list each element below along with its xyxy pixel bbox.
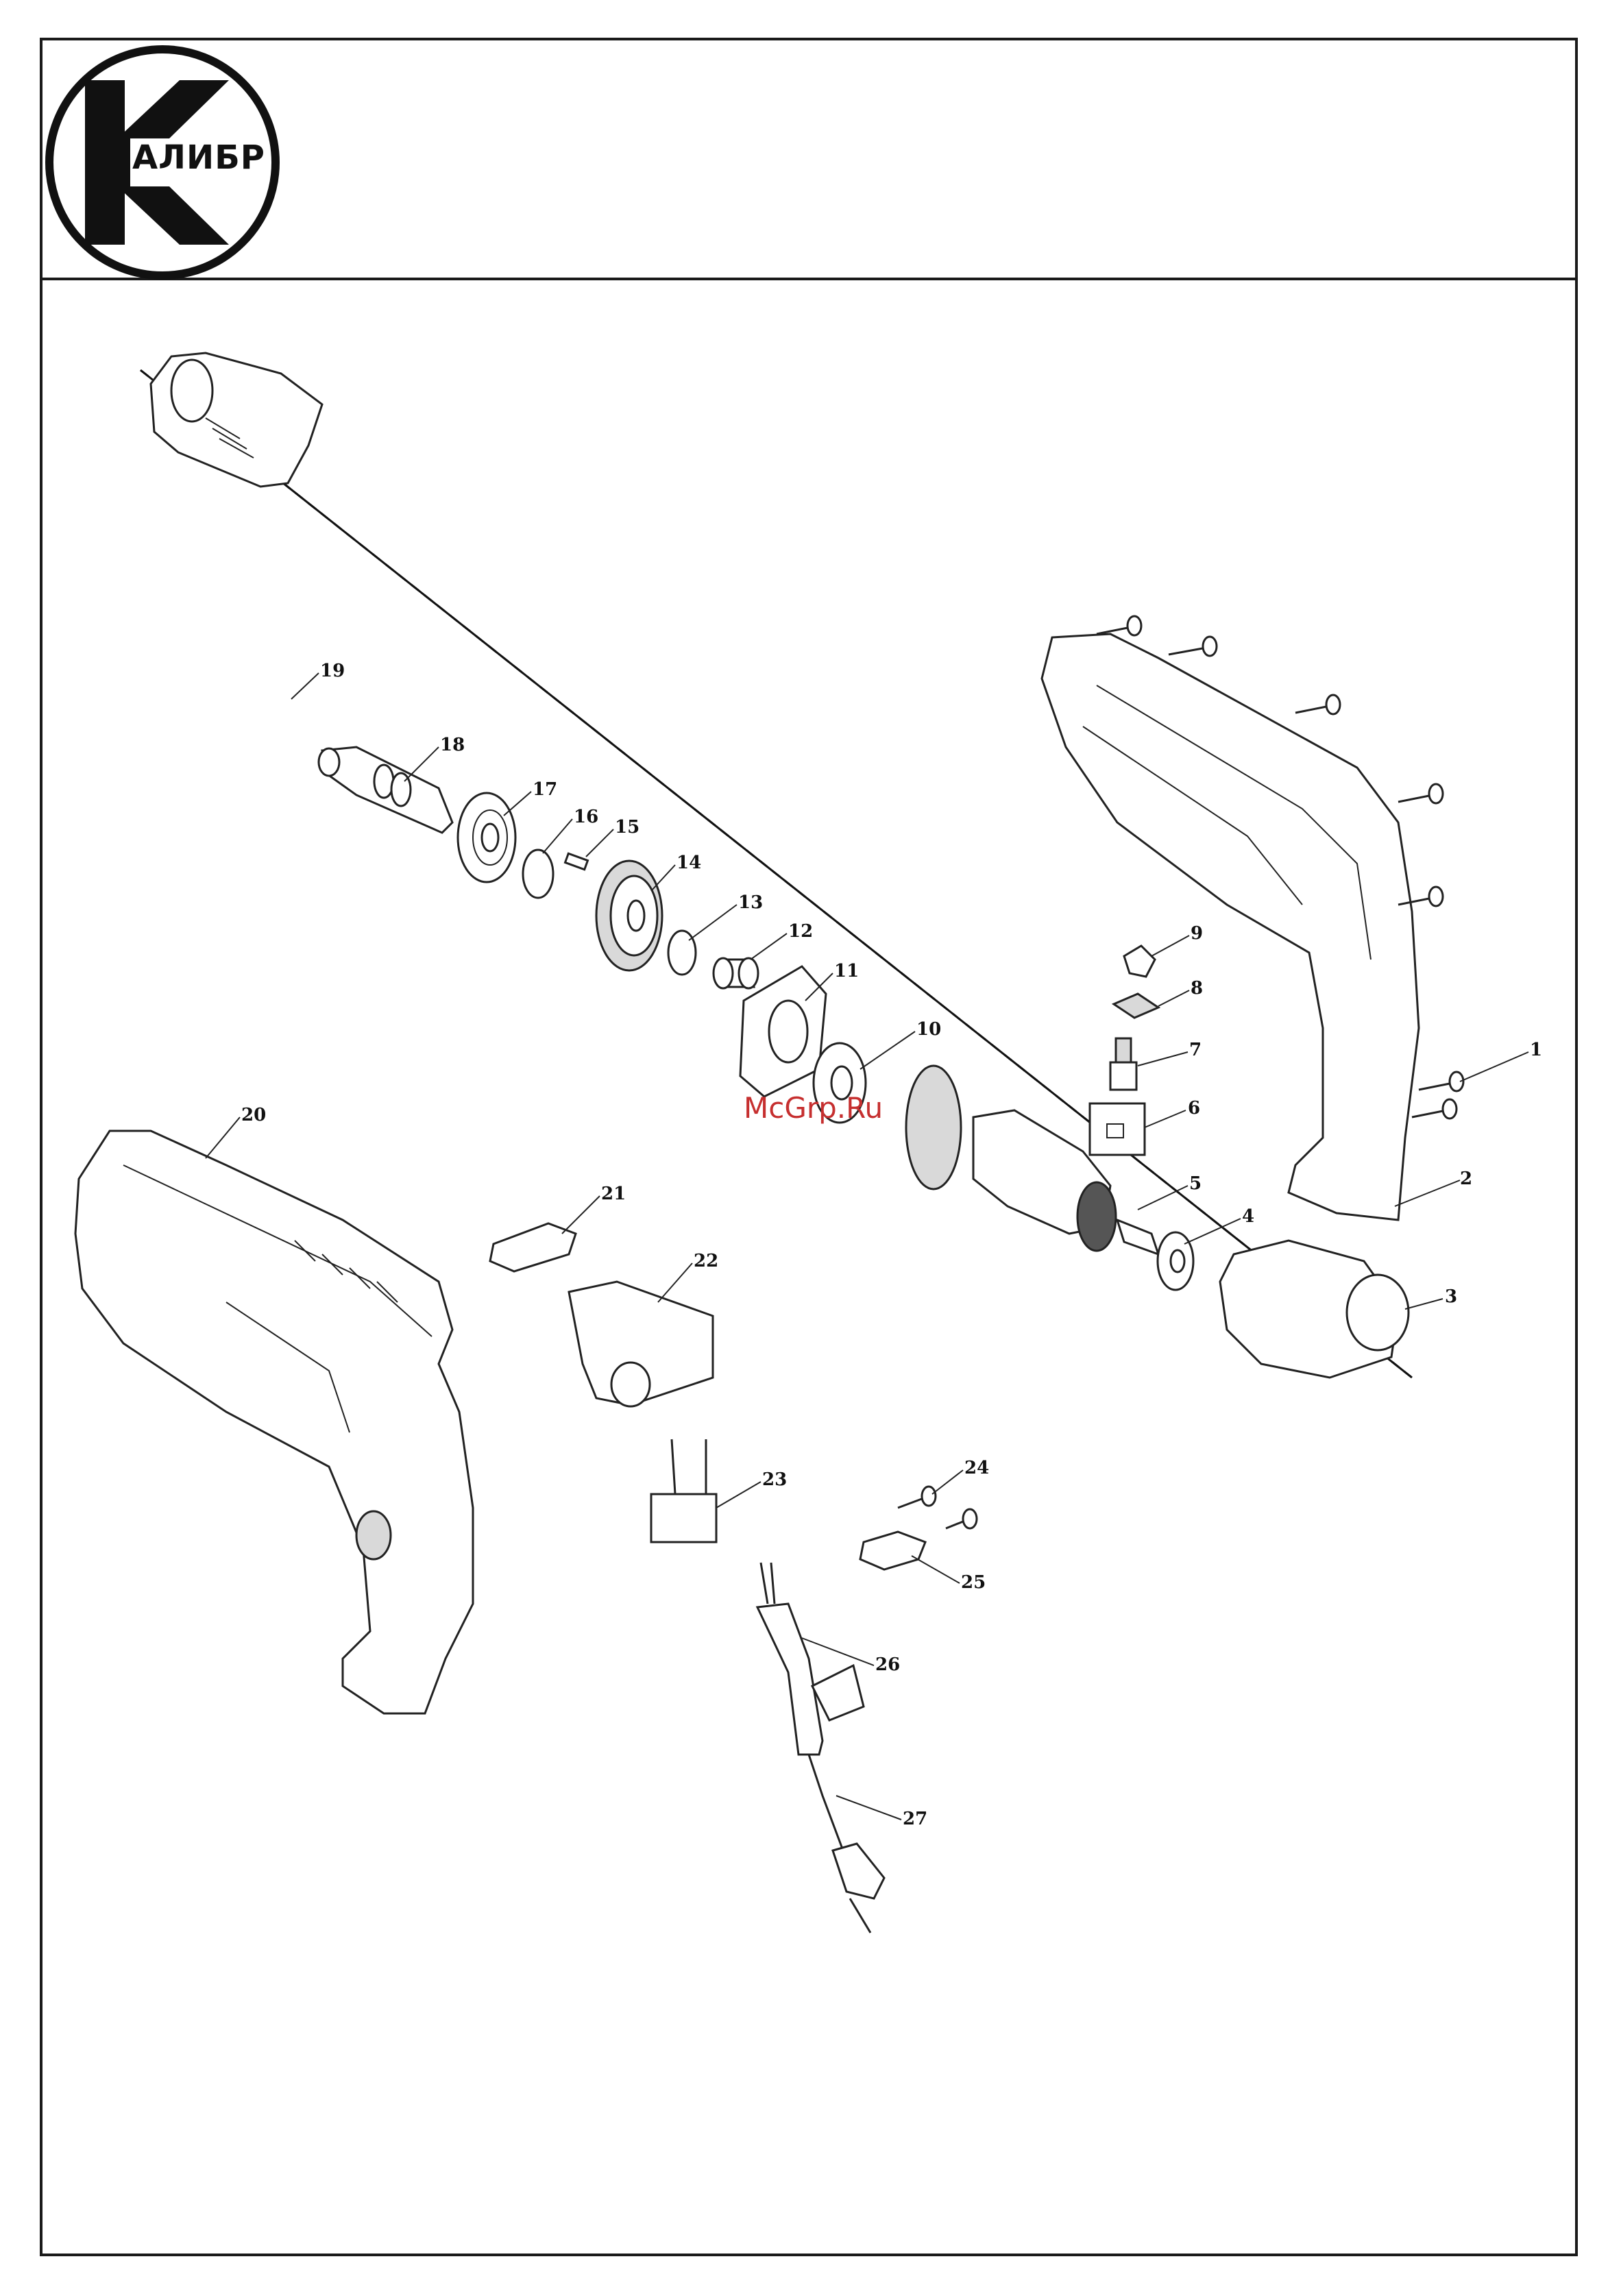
part-5-armature	[906, 1066, 1158, 1254]
callout-12: 12	[788, 921, 813, 942]
callout-25: 25	[961, 1572, 986, 1593]
callout-24: 24	[964, 1458, 989, 1478]
watermark: McGrp.Ru	[744, 1091, 883, 1125]
callout-18: 18	[440, 735, 465, 755]
part-26-cord-guard	[757, 1563, 864, 1755]
callout-13: 13	[738, 892, 763, 913]
part-22-switch	[569, 1282, 713, 1406]
part-24-screws	[898, 1487, 977, 1528]
part-9-clip	[1124, 946, 1155, 977]
part-25-cord-clamp	[860, 1532, 925, 1570]
callout-10: 10	[916, 1019, 941, 1040]
callout-19: 19	[320, 661, 345, 681]
callout-1: 1	[1530, 1040, 1542, 1060]
callout-23: 23	[762, 1469, 787, 1490]
part-8-spring-plate	[1114, 994, 1158, 1018]
part-3-stator	[1220, 1241, 1409, 1378]
part-15-key	[565, 853, 588, 869]
part-20-housing-half	[75, 1131, 473, 1713]
callout-26: 26	[875, 1654, 900, 1675]
callout-20: 20	[241, 1105, 266, 1125]
callout-8: 8	[1191, 978, 1203, 999]
part-16-circlip	[523, 850, 553, 898]
part-12-bushing	[714, 958, 758, 988]
part-7-brush	[1110, 1038, 1136, 1090]
callout-6: 6	[1188, 1098, 1200, 1119]
callout-21: 21	[601, 1184, 626, 1204]
part-4-bearing	[1158, 1232, 1193, 1290]
callout-5: 5	[1189, 1173, 1202, 1194]
part-6-brush-holder	[1090, 1103, 1145, 1155]
part-27-power-cord	[809, 1755, 884, 1933]
callout-3: 3	[1445, 1286, 1457, 1307]
callout-17: 17	[533, 779, 557, 800]
callout-16: 16	[574, 807, 598, 827]
callout-2: 2	[1460, 1169, 1472, 1189]
part-17-bearing	[458, 793, 515, 882]
callout-15: 15	[615, 817, 639, 838]
callout-11: 11	[834, 961, 859, 981]
callout-4: 4	[1242, 1206, 1254, 1227]
part-13-circlip	[668, 931, 696, 975]
part-14-gear	[596, 861, 662, 970]
callout-14: 14	[677, 853, 701, 873]
part-18-spindle	[319, 747, 452, 833]
callout-7: 7	[1189, 1040, 1202, 1060]
callout-9: 9	[1191, 923, 1203, 944]
part-19-chuck	[151, 353, 322, 487]
part-21-reverse-lever	[490, 1223, 576, 1271]
part-23-capacitor	[651, 1439, 716, 1542]
callout-27: 27	[903, 1809, 927, 1829]
callout-22: 22	[694, 1251, 718, 1271]
